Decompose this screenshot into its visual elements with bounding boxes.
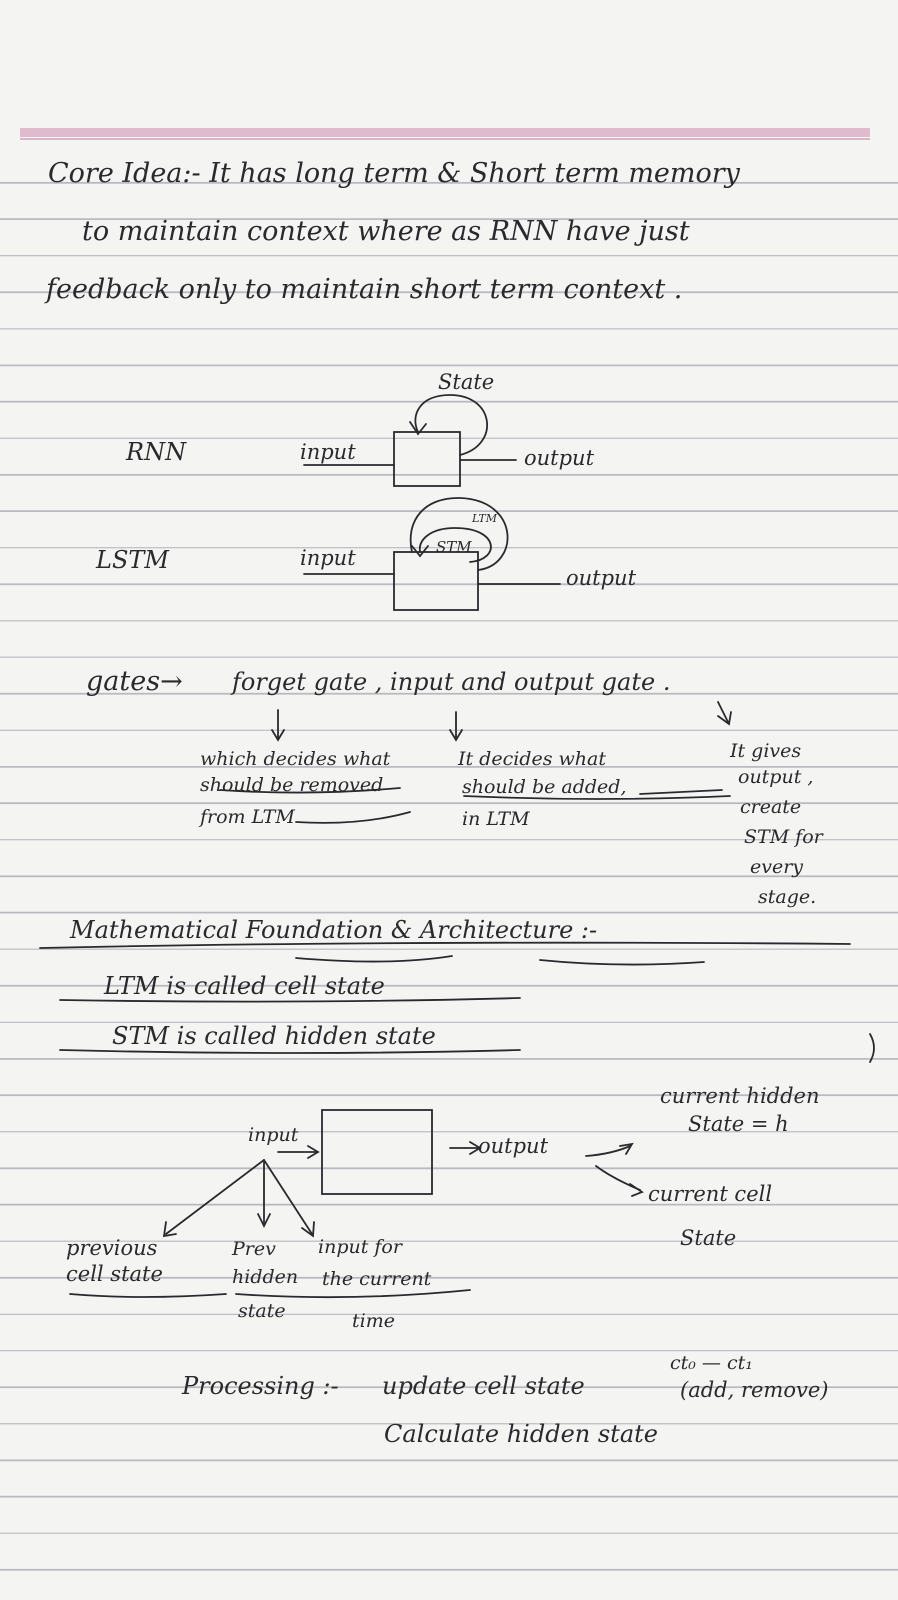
prev-hidden-1: Prev <box>232 1238 276 1260</box>
input-for-1: input for <box>318 1236 402 1258</box>
output-desc-6: stage. <box>758 886 817 908</box>
rnn-loop-arrowhead <box>409 421 427 436</box>
output-desc-1: It gives <box>730 740 802 762</box>
forget-desc-2: should be removed <box>200 774 384 796</box>
forget-desc-1: which decides what <box>200 748 391 770</box>
margin-band <box>20 128 870 137</box>
lstm-label: LSTM <box>96 546 169 574</box>
rnn-state-loop <box>414 394 488 456</box>
forget-desc-3: from LTM <box>200 806 295 828</box>
lstm-input-label: input <box>300 546 356 570</box>
core-idea-line-3: feedback only to maintain short term con… <box>46 274 683 305</box>
core-idea-line-2: to maintain context where as RNN have ju… <box>82 216 690 247</box>
ct-notation: ct₀ — ct₁ <box>670 1352 753 1374</box>
diag2-output-label: output <box>478 1134 549 1158</box>
diag2-input-label: input <box>248 1124 299 1146</box>
input-for-3: time <box>352 1310 395 1332</box>
stm-hidden-state-line: STM is called hidden state <box>112 1022 436 1050</box>
rnn-output-label: output <box>524 446 595 470</box>
prev-cell-1: previous <box>66 1236 158 1260</box>
processing-line-2: Calculate hidden state <box>384 1420 658 1448</box>
input-for-2: the current <box>322 1268 432 1290</box>
current-cell-1: current cell <box>648 1182 773 1206</box>
gates-heading: gates→ <box>86 666 183 697</box>
processing-label: Processing :- <box>182 1372 339 1400</box>
lstm-output-label: output <box>566 566 637 590</box>
current-hidden-2: State = h <box>688 1112 789 1136</box>
prev-hidden-3: state <box>238 1300 286 1322</box>
lstm-ltm-loop <box>409 497 509 571</box>
ltm-cell-state-line: LTM is called cell state <box>104 972 385 1000</box>
rnn-label: RNN <box>126 438 187 466</box>
state-label: State <box>438 370 495 394</box>
add-remove: (add, remove) <box>680 1378 829 1402</box>
lstm-cell-box <box>393 551 479 611</box>
output-desc-4: STM for <box>744 826 823 848</box>
input-desc-2: should be added, <box>462 776 627 798</box>
prev-hidden-2: hidden <box>232 1266 299 1288</box>
input-desc-3: in LTM <box>462 808 530 830</box>
core-idea-line-1: Core Idea:- It has long term & Short ter… <box>48 158 740 189</box>
lstm-loop-arrowhead <box>411 545 429 558</box>
current-hidden-1: current hidden <box>660 1084 820 1108</box>
math-heading: Mathematical Foundation & Architecture :… <box>70 916 598 944</box>
processing-line-1: update cell state <box>382 1372 585 1400</box>
input-desc-1: It decides what <box>458 748 606 770</box>
current-cell-2: State <box>680 1226 737 1250</box>
gates-line: forget gate , input and output gate . <box>232 668 671 696</box>
rnn-cell-box <box>393 431 461 487</box>
lstm-cell-box-2 <box>321 1109 433 1195</box>
output-desc-3: create <box>740 796 802 818</box>
output-desc-5: every <box>750 856 804 878</box>
prev-cell-2: cell state <box>66 1262 163 1286</box>
rnn-input-label: input <box>300 440 356 464</box>
lstm-stm-loop <box>419 527 492 563</box>
output-desc-2: output , <box>738 766 814 788</box>
ltm-tag: LTM <box>472 512 498 525</box>
